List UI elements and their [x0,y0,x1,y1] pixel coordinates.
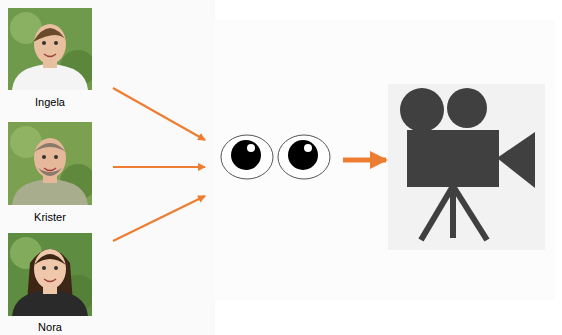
person-node: Ingela [8,8,92,90]
person-name: Krister [0,211,102,224]
gaze-arrow [113,196,205,241]
portrait-photo [8,8,92,90]
flow-arrow [343,158,386,163]
gaze-arrow [113,88,205,140]
person-node: Krister [8,122,92,205]
photo-background [8,8,92,90]
eye [54,41,58,45]
smile [44,279,56,282]
background-panel [215,20,555,300]
camera-background [388,84,545,250]
photo-background [8,122,92,205]
tripod-leg [421,186,453,240]
photo-background [8,233,92,316]
beard [38,168,62,176]
eye-highlight [247,144,255,152]
portrait-photo [8,122,92,205]
person-name: Ingela [0,96,102,109]
eye [54,266,58,270]
camera-body [407,130,499,187]
eyes-symbol [221,135,330,179]
person-node: Nora [8,233,92,316]
camera-reel [447,88,487,128]
hair [34,143,66,152]
eye [42,155,46,159]
eye-pupil [231,140,261,170]
eye-white [278,135,330,179]
person-name: Nora [0,321,102,334]
camera-reel [400,88,444,132]
background-panel [0,0,215,335]
camera-lens [497,132,535,188]
face [34,24,66,64]
portrait-photo [8,233,92,316]
eye-white [221,135,273,179]
camera-symbol [388,84,545,250]
hair [33,28,67,42]
hair [34,254,66,265]
eye [42,266,46,270]
eye-highlight [304,144,312,152]
smile [44,168,56,171]
eye [42,41,46,45]
gaze-arrow [113,166,205,168]
face [34,249,66,289]
eye-pupil [288,140,318,170]
tripod-leg [453,186,487,240]
smile [44,54,56,57]
face [34,138,66,178]
eye [54,155,58,159]
